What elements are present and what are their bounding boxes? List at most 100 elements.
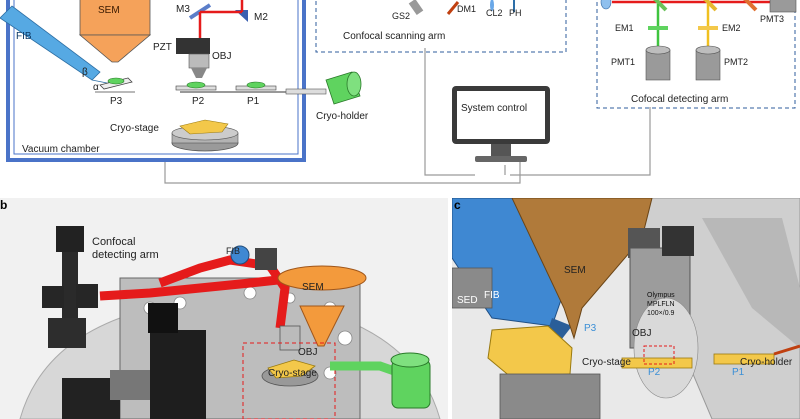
objective-top bbox=[662, 226, 694, 256]
lower-left-block bbox=[110, 370, 150, 400]
label-gs2: GS2 bbox=[392, 11, 411, 21]
holder-p2 bbox=[621, 357, 693, 369]
galvo-gs2 bbox=[408, 0, 424, 16]
dichroic-green bbox=[653, 0, 668, 12]
sem-cone bbox=[78, 34, 152, 63]
sample-p1-cell bbox=[246, 81, 266, 89]
label-m2: M2 bbox=[254, 12, 268, 23]
pmt1-body bbox=[645, 49, 671, 81]
vacuum-chamber-inner bbox=[13, 0, 299, 155]
label-p2: P2 bbox=[648, 367, 661, 378]
detector-column bbox=[62, 252, 78, 322]
label-alpha: α bbox=[93, 82, 99, 93]
detecting-arm-box bbox=[596, 0, 796, 109]
monitor-screen bbox=[457, 91, 545, 139]
panel-a-schematic: FIB SEM M3 M2 PZT OBJ β α P3 P2 P1 Cryo-… bbox=[0, 0, 800, 195]
fib-mount bbox=[255, 248, 277, 270]
sem-top bbox=[277, 265, 367, 291]
pzt-block bbox=[176, 38, 210, 54]
panel-b-drawing bbox=[19, 226, 441, 419]
label-sem: SEM bbox=[564, 265, 586, 276]
cryo-stage-shuttle bbox=[267, 359, 316, 379]
fib-beam bbox=[0, 5, 101, 81]
sample-p2-cell bbox=[186, 81, 206, 89]
dichroic-orange bbox=[743, 0, 758, 12]
panel-c-letter: c bbox=[454, 198, 461, 212]
sample-gap bbox=[633, 297, 699, 399]
label-cryo-stage: Cryo-stage bbox=[582, 357, 631, 368]
scanning-arm-box bbox=[315, 0, 567, 53]
monitor-stand bbox=[475, 156, 527, 162]
label-confocal-scanning-arm: Confocal scanning arm bbox=[343, 31, 446, 42]
objective-brand-line2: MPLFLN bbox=[647, 301, 675, 308]
objective-body bbox=[279, 325, 301, 351]
label-em1: EM1 bbox=[615, 23, 634, 33]
label-pmt3: PMT3 bbox=[760, 14, 785, 24]
cryo-holder-tip bbox=[773, 344, 800, 356]
cryo-holder-cap bbox=[390, 352, 430, 368]
fib-body bbox=[230, 245, 250, 265]
label-m3: M3 bbox=[176, 4, 190, 15]
label-cofocal-detecting-arm: Cofocal detecting arm bbox=[631, 94, 729, 105]
label-sed: SED bbox=[457, 295, 478, 306]
label-p1: P1 bbox=[247, 96, 260, 107]
label-fib: FIB bbox=[16, 31, 32, 42]
dichroic-dm1 bbox=[446, 1, 460, 15]
label-vacuum-chamber: Vacuum chamber bbox=[22, 144, 100, 155]
label-cl2: CL2 bbox=[486, 8, 503, 18]
holder-p1 bbox=[713, 353, 775, 365]
objective-body bbox=[188, 53, 210, 69]
label-em2: EM2 bbox=[722, 23, 741, 33]
label-obj: OBJ bbox=[212, 51, 232, 62]
p2-highlight bbox=[643, 345, 675, 365]
sem-column bbox=[79, 0, 151, 36]
sample-p3-cell bbox=[107, 77, 125, 85]
label-cryo-holder: Cryo-holder bbox=[740, 357, 793, 368]
detector-block-right bbox=[76, 284, 98, 308]
detector-base bbox=[48, 318, 86, 348]
label-fib: FIB bbox=[484, 290, 500, 301]
filter-em2 bbox=[698, 26, 718, 30]
label-p3: P3 bbox=[110, 96, 123, 107]
label-system-control: System control bbox=[461, 103, 528, 114]
pmt1-top bbox=[645, 45, 671, 55]
mount-head bbox=[148, 303, 178, 333]
pmt2-body bbox=[695, 49, 721, 81]
laser-tube-1 bbox=[99, 275, 279, 301]
cryo-stage-base bbox=[499, 373, 601, 419]
label-obj: OBJ bbox=[298, 347, 318, 358]
label-pzt: PZT bbox=[153, 42, 172, 53]
panel-b-letter: b bbox=[0, 198, 8, 212]
label-fib: FIB bbox=[226, 246, 241, 256]
label-cryo-stage: Cryo-stage bbox=[268, 368, 317, 379]
label-cryo-holder: Cryo-holder bbox=[316, 111, 369, 122]
sem-cone bbox=[299, 305, 345, 347]
label-pmt2: PMT2 bbox=[724, 57, 749, 67]
detector-top bbox=[56, 226, 84, 252]
panel-b-render: b Confocal detecting arm FIB SEM OBJ Cry… bbox=[0, 198, 448, 419]
monitor-neck bbox=[491, 144, 511, 156]
laser-tube-2 bbox=[158, 255, 290, 329]
cryo-stage-shuttle bbox=[179, 119, 229, 135]
panel-c-render: c SEM SED FIB P3 P2 P1 Cryo-stage Cryo-h… bbox=[452, 198, 800, 419]
label-sem: SEM bbox=[302, 282, 324, 293]
panel-c-drawing bbox=[452, 198, 800, 419]
objective-tip bbox=[191, 68, 207, 78]
label-p1: P1 bbox=[732, 367, 745, 378]
sem-cone bbox=[511, 198, 653, 340]
cryo-holder-rod bbox=[285, 88, 327, 95]
panel-a-drawing bbox=[0, 0, 797, 184]
frame-inner bbox=[702, 218, 800, 348]
vacuum-chamber-frame bbox=[6, 0, 306, 162]
label-confocal-detecting-arm: Confocal detecting arm bbox=[92, 236, 159, 262]
objective-brand-line1: Olympus bbox=[647, 292, 675, 299]
detect-lens bbox=[600, 0, 612, 10]
label-p3: P3 bbox=[584, 323, 597, 334]
label-obj: OBJ bbox=[632, 328, 652, 339]
cryo-stage-highlight bbox=[242, 342, 336, 419]
pmt3-body bbox=[769, 0, 797, 13]
detector-block-left bbox=[42, 286, 64, 308]
label-ph: PH bbox=[509, 8, 522, 18]
label-p2: P2 bbox=[192, 96, 205, 107]
lens-cl2 bbox=[490, 0, 494, 11]
